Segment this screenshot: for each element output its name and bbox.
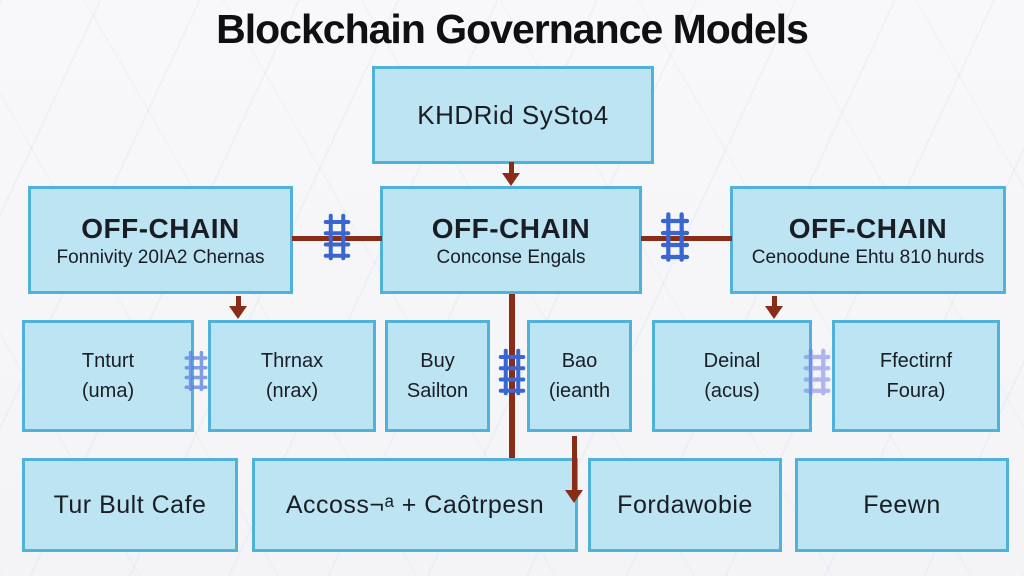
node-line2: (nrax) bbox=[265, 380, 319, 402]
node-line1: Thrnax bbox=[260, 350, 324, 372]
node-subtitle: Fonnivity 20IA2 Chernas bbox=[56, 246, 265, 268]
node-deinal: Deinal (acus) bbox=[652, 320, 812, 432]
node-heading: OFF-CHAIN bbox=[431, 212, 591, 244]
node-buy-sailton: Buy Sailton bbox=[385, 320, 490, 432]
node-tur-bult-cafe: Tur Bult Cafe bbox=[22, 458, 238, 552]
node-line1: Buy bbox=[420, 350, 455, 372]
node-offchain-left: OFF-CHAIN Fonnivity 20IA2 Chernas bbox=[28, 186, 293, 294]
node-ffectirnf: Ffectirnf Foura) bbox=[832, 320, 1000, 432]
connector-right-down bbox=[772, 296, 777, 308]
chain-link-icon bbox=[802, 345, 832, 399]
chain-link-icon bbox=[497, 344, 527, 400]
node-subtitle: Cenoodune Ehtu 810 hurds bbox=[751, 246, 985, 268]
node-fordawobie: Fordawobie bbox=[588, 458, 782, 552]
node-label: Accoss¬ᵃ + Caôtrpesn bbox=[285, 490, 545, 519]
node-label: Tur Bult Cafe bbox=[53, 490, 207, 519]
chain-link-icon bbox=[183, 345, 209, 397]
node-hybrid-system: KHDRid SySto4 bbox=[372, 66, 654, 164]
node-line2: (acus) bbox=[704, 380, 760, 402]
node-label: Feewn bbox=[863, 490, 941, 519]
node-line2: (uma) bbox=[81, 380, 135, 402]
page-title: Blockchain Governance Models bbox=[216, 6, 809, 52]
chain-link-icon bbox=[322, 212, 352, 262]
connector-top-to-center bbox=[509, 162, 514, 175]
connector-left-center bbox=[292, 236, 382, 241]
node-accoss-caotrpesn: Accoss¬ᵃ + Caôtrpesn bbox=[252, 458, 578, 552]
node-heading: OFF-CHAIN bbox=[788, 212, 948, 244]
chain-link-icon bbox=[659, 210, 691, 264]
node-line1: Tnturt bbox=[81, 350, 135, 372]
arrow-down-icon bbox=[565, 490, 583, 503]
node-line2: Foura) bbox=[886, 380, 946, 402]
node-label: Fordawobie bbox=[617, 490, 753, 519]
node-tnturt: Tnturt (uma) bbox=[22, 320, 194, 432]
node-offchain-right: OFF-CHAIN Cenoodune Ehtu 810 hurds bbox=[730, 186, 1006, 294]
node-line1: Deinal bbox=[703, 350, 761, 372]
node-offchain-center: OFF-CHAIN Conconse Engals bbox=[380, 186, 642, 294]
node-line2: (ieanth bbox=[548, 380, 611, 402]
connector-center-vertical bbox=[509, 294, 515, 458]
node-label: KHDRid SySto4 bbox=[417, 99, 609, 130]
node-line1: Ffectirnf bbox=[879, 350, 953, 372]
node-thrnax: Thrnax (nrax) bbox=[208, 320, 376, 432]
node-feewn: Feewn bbox=[795, 458, 1009, 552]
arrow-down-icon bbox=[502, 173, 520, 186]
connector-bao-down bbox=[572, 436, 577, 492]
node-line1: Bao bbox=[561, 350, 598, 372]
arrow-down-icon bbox=[229, 306, 247, 319]
arrow-down-icon bbox=[765, 306, 783, 319]
node-bao: Bao (ieanth bbox=[527, 320, 632, 432]
node-heading: OFF-CHAIN bbox=[81, 212, 240, 244]
node-line2: Sailton bbox=[406, 380, 469, 402]
connector-center-right bbox=[641, 236, 732, 241]
connector-left-down bbox=[236, 296, 241, 308]
node-subtitle: Conconse Engals bbox=[436, 246, 586, 268]
